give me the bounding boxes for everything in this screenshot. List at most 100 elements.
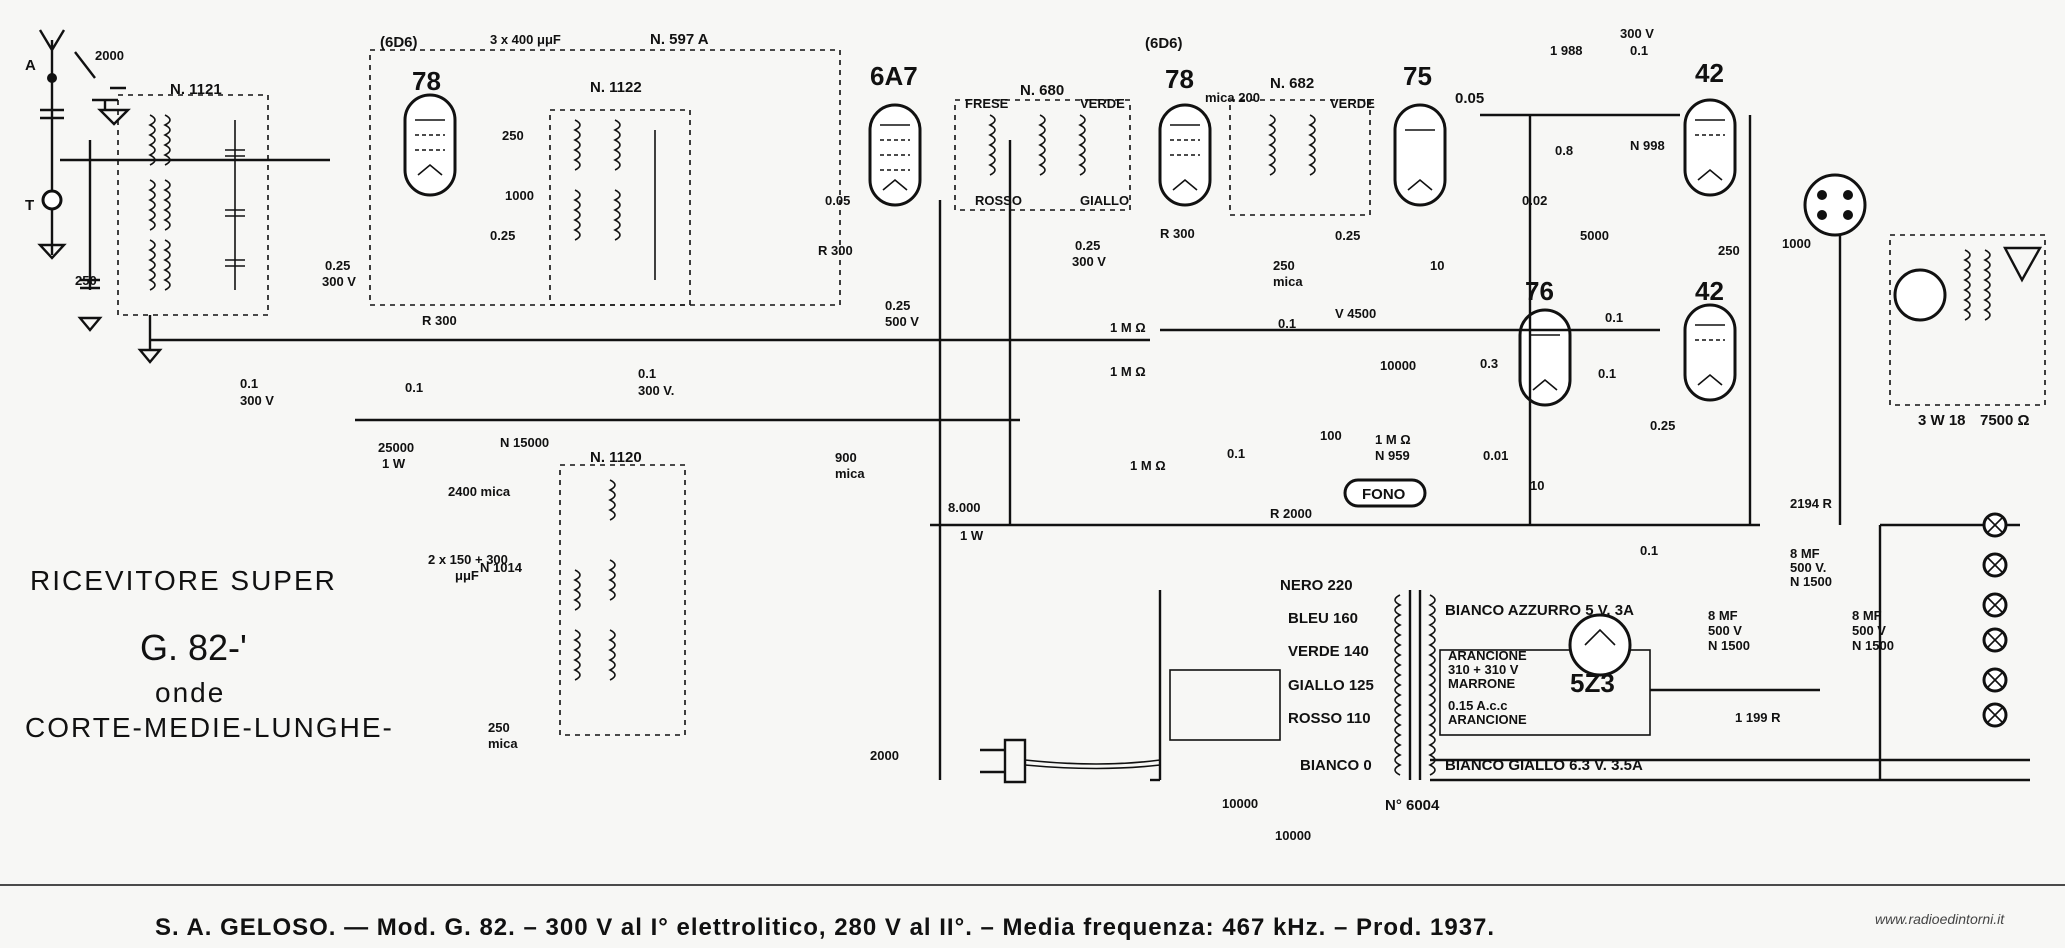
mains-plug-icon [980, 738, 1161, 784]
tube-label-42-b: 42 [1695, 276, 1724, 306]
footer-caption: S. A. GELOSO. — Mod. G. 82. – 300 V al I… [155, 914, 1495, 941]
c01c: 300 V. [638, 383, 674, 398]
r25000: 25000 [378, 440, 414, 455]
c8mfb: 500 V. [1790, 560, 1826, 575]
label-n1014: N 1014 [480, 560, 523, 575]
mica200: mica 200 [1205, 90, 1260, 105]
r002: 0.02 [1522, 193, 1547, 208]
r5000: 5000 [1580, 228, 1609, 243]
c10000c: 10000 [1275, 828, 1311, 843]
c01g: 0.1 [1630, 43, 1648, 58]
c005: 0.05 [825, 193, 850, 208]
c8mf3: 8 MF [1852, 608, 1882, 623]
r2000: R 2000 [1270, 506, 1312, 521]
c2000b: 2000 [870, 748, 899, 763]
terminal-a: A [25, 57, 36, 74]
c025e: 0.25 [1075, 238, 1100, 253]
tube-78-rf [403, 93, 457, 197]
sec-marrone: MARRONE [1448, 676, 1515, 691]
label-spk-imp: 7500 Ω [1980, 412, 2030, 429]
label-n6004: N° 6004 [1385, 797, 1440, 814]
label-speaker: 3 W 18 [1918, 412, 1966, 429]
r300: R 300 [422, 313, 457, 328]
speaker-3w18 [1889, 234, 2046, 406]
c250mb: mica [1273, 274, 1303, 289]
c250nb: mica [488, 736, 518, 751]
sec-arancione: ARANCIONE [1448, 648, 1527, 663]
tube-label-6a7: 6A7 [870, 61, 918, 91]
antenna-icon [38, 29, 66, 75]
verde-label-1: VERDE [1080, 96, 1125, 111]
c01-300b: 300 V [240, 393, 274, 408]
r1988: 1 988 [1550, 43, 1583, 58]
tap-rosso: ROSSO 110 [1288, 710, 1371, 727]
r1m-a: 1 M Ω [1110, 320, 1146, 335]
output-socket [1803, 173, 1867, 237]
tube-label-75: 75 [1403, 61, 1432, 91]
tube-label-76: 76 [1525, 276, 1554, 306]
giallo-label: GIALLO [1080, 193, 1129, 208]
phono-jack[interactable] [1343, 478, 1427, 508]
speaker-icon [1893, 246, 2043, 322]
c2400: 2400 mica [448, 484, 511, 499]
tap-bianco: BIANCO 0 [1300, 757, 1372, 774]
voltage-selector[interactable] [1169, 669, 1281, 741]
label-n597a: N. 597 A [650, 31, 709, 48]
title-bands: CORTE-MEDIE-LUNGHE- [25, 712, 394, 743]
v4500: V 4500 [1335, 306, 1376, 321]
label-n959: N 959 [1375, 448, 1410, 463]
c025b: 300 V [322, 274, 356, 289]
pilot-lamps [1878, 512, 2020, 780]
c025c: 0.25 [885, 298, 910, 313]
fono-label: FONO [1362, 486, 1406, 503]
tube-label-78-a: 78 [412, 66, 441, 96]
tube-label-5z3: 5Z3 [1570, 668, 1615, 698]
label-3x400: 3 x 400 μμF [490, 32, 561, 47]
title-line1: RICEVITORE SUPER [30, 565, 337, 596]
r1m-d: 1 M Ω [1375, 432, 1411, 447]
c01d: 0.1 [1227, 446, 1245, 461]
r025h: 0.25 [1650, 418, 1675, 433]
if-transformer-682 [1229, 99, 1371, 216]
c01b: 0.1 [638, 366, 656, 381]
label-n1121: N. 1121 [170, 81, 222, 98]
label-n998: N 998 [1630, 138, 1665, 153]
c01e: 0.1 [1278, 316, 1296, 331]
tap-verde: VERDE 140 [1288, 643, 1369, 660]
tube-75 [1393, 103, 1447, 207]
if-680-windings [988, 114, 1086, 176]
sec-015a: 0.15 A.c.c [1448, 698, 1508, 713]
antenna-feed [74, 51, 96, 79]
c1000b: 1000 [1782, 236, 1811, 251]
labels: 78 (6D6) 6A7 78 (6D6) 75 42 76 42 5Z3 N.… [25, 26, 2030, 941]
tube-42-lower [1683, 303, 1737, 402]
bus-wires [150, 113, 2030, 782]
c8mf3c: N 1500 [1852, 638, 1894, 653]
r025g: 0.25 [1335, 228, 1360, 243]
coil-1120-windings [573, 479, 616, 681]
r1199: 1 199 R [1735, 710, 1781, 725]
r300c: R 300 [1160, 226, 1195, 241]
title-onde: onde [155, 677, 225, 708]
tube-42-upper [1683, 98, 1737, 197]
c025: 0.25 [325, 258, 350, 273]
c250: 250 [75, 273, 97, 288]
c025f: 300 V [1072, 254, 1106, 269]
c10: 10 [1430, 258, 1444, 273]
c900b: mica [835, 466, 865, 481]
c8mf2b: 500 V [1708, 623, 1742, 638]
verde-label-2: VERDE [1330, 96, 1375, 111]
r01: 0.1 [1598, 366, 1616, 381]
label-n1120: N. 1120 [590, 449, 642, 466]
r25000b: 1 W [382, 456, 406, 471]
r8000b: 1 W [960, 528, 984, 543]
label-n1122: N. 1122 [590, 79, 642, 96]
r08: 0.8 [1555, 143, 1573, 158]
r1m-c: 1 M Ω [1130, 458, 1166, 473]
c300v: 300 V [1620, 26, 1654, 41]
r250: 250 [1718, 243, 1740, 258]
tap-bleu: BLEU 160 [1288, 610, 1358, 627]
r1m-b: 1 M Ω [1110, 364, 1146, 379]
c01f: 0.1 [1605, 310, 1623, 325]
